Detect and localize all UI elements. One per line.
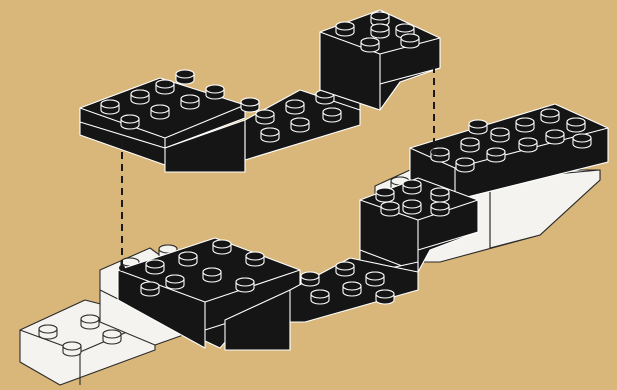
upper-black-assembly <box>80 10 440 172</box>
